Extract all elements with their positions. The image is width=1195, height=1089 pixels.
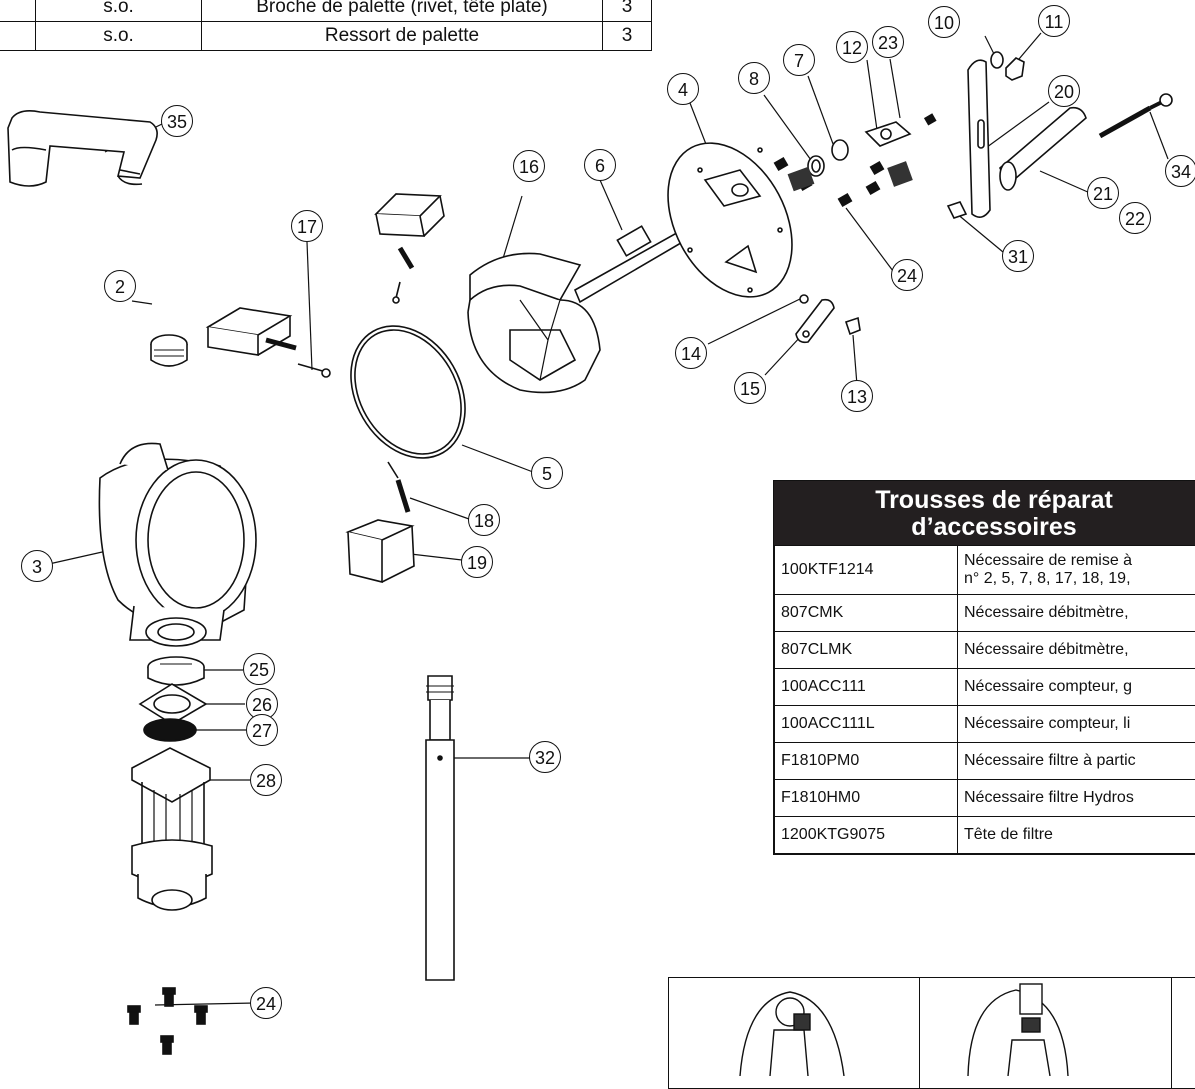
callout-10: 10 bbox=[928, 6, 960, 38]
kit-code: 100ACC111L bbox=[775, 706, 958, 743]
kit-code: F1810PM0 bbox=[775, 743, 958, 780]
nut-31 bbox=[948, 202, 966, 218]
callout-4: 4 bbox=[667, 73, 699, 105]
bolt-34 bbox=[1100, 94, 1172, 136]
repair-kits-table: Trousses de réparat d’accessoires 100KTF… bbox=[773, 480, 1195, 855]
washer-nut-10-11 bbox=[991, 52, 1024, 80]
callout-22: 22 bbox=[1119, 202, 1151, 234]
handle-bar-20 bbox=[968, 60, 990, 217]
o-ring-5 bbox=[328, 305, 488, 478]
link-parts-13-14-15 bbox=[796, 295, 860, 342]
repair-kits-title-line1: Trousses de réparat bbox=[774, 487, 1195, 514]
vane-18-19 bbox=[348, 462, 414, 582]
bolts-24-bottom bbox=[128, 988, 207, 1054]
callout-35: 35 bbox=[161, 105, 193, 137]
photo-divider bbox=[1171, 978, 1172, 1088]
callout-17: 17 bbox=[291, 210, 323, 242]
callout-19: 19 bbox=[461, 546, 493, 578]
callout-8: 8 bbox=[738, 62, 770, 94]
callout-34: 34 bbox=[1165, 155, 1195, 187]
callout-13: 13 bbox=[841, 380, 873, 412]
table-row: 100ACC111L Nécessaire compteur, li bbox=[775, 706, 1195, 743]
callout-14: 14 bbox=[675, 337, 707, 369]
table-row: 807CMK Nécessaire débitmètre, bbox=[775, 595, 1195, 632]
filter-bowl-28 bbox=[132, 748, 212, 910]
kit-description: Nécessaire filtre Hydros bbox=[958, 780, 1195, 817]
kit-description: Nécessaire débitmètre, bbox=[958, 595, 1195, 632]
kit-description: Nécessaire de remise à n° 2, 5, 7, 8, 17… bbox=[958, 546, 1195, 595]
callout-3: 3 bbox=[21, 550, 53, 582]
callout-12: 12 bbox=[836, 31, 868, 63]
kit-code: 100ACC111 bbox=[775, 669, 958, 706]
callout-16: 16 bbox=[513, 150, 545, 182]
kit-description: Nécessaire compteur, li bbox=[958, 706, 1195, 743]
table-row: 807CLMK Nécessaire débitmètre, bbox=[775, 632, 1195, 669]
callout-27: 27 bbox=[246, 714, 278, 746]
kit-code: 807CMK bbox=[775, 595, 958, 632]
callout-24: 24 bbox=[891, 259, 923, 291]
table-row: 100KTF1214 Nécessaire de remise à n° 2, … bbox=[775, 546, 1195, 595]
kit-description: Nécessaire débitmètre, bbox=[958, 632, 1195, 669]
cover-plate-4 bbox=[643, 122, 817, 318]
pump-photos-panel bbox=[668, 977, 1195, 1089]
kit-description: Tête de filtre bbox=[958, 817, 1195, 854]
callout-21: 21 bbox=[1087, 177, 1119, 209]
callout-5: 5 bbox=[531, 457, 563, 489]
table-row: F1810PM0 Nécessaire filtre à partic bbox=[775, 743, 1195, 780]
kit-description-line1: Nécessaire de remise à bbox=[964, 552, 1195, 570]
kit-description: Nécessaire compteur, g bbox=[958, 669, 1195, 706]
plug-2 bbox=[151, 335, 187, 366]
shaft-6 bbox=[575, 226, 686, 302]
callout-15: 15 bbox=[734, 372, 766, 404]
callout-11: 11 bbox=[1038, 5, 1070, 37]
kit-code: 1200KTG9075 bbox=[775, 817, 958, 854]
kit-code: 807CLMK bbox=[775, 632, 958, 669]
callout-2: 2 bbox=[104, 270, 136, 302]
callout-24-bottom: 24 bbox=[250, 987, 282, 1019]
callout-25: 25 bbox=[243, 653, 275, 685]
callout-7: 7 bbox=[783, 44, 815, 76]
table-row: F1810HM0 Nécessaire filtre Hydros bbox=[775, 780, 1195, 817]
callout-31: 31 bbox=[1002, 240, 1034, 272]
kit-code: 100KTF1214 bbox=[775, 546, 958, 595]
callout-23: 23 bbox=[872, 26, 904, 58]
callout-18: 18 bbox=[468, 504, 500, 536]
table-row: 100ACC111 Nécessaire compteur, g bbox=[775, 669, 1195, 706]
elbow-fitting-35 bbox=[8, 111, 157, 186]
screen-27 bbox=[144, 719, 196, 741]
vane-spring-pin-upper bbox=[376, 194, 444, 303]
callout-28: 28 bbox=[250, 764, 282, 796]
bolts-24 bbox=[775, 114, 936, 206]
table-row: 1200KTG9075 Tête de filtre bbox=[775, 817, 1195, 854]
housing-3 bbox=[99, 443, 256, 646]
check-valve-25 bbox=[148, 657, 204, 685]
kit-description-line2: n° 2, 5, 7, 8, 17, 18, 19, bbox=[964, 570, 1195, 588]
kit-description: Nécessaire filtre à partic bbox=[958, 743, 1195, 780]
photo-divider bbox=[919, 978, 920, 1088]
repair-kits-list: 100KTF1214 Nécessaire de remise à n° 2, … bbox=[774, 545, 1195, 854]
rotor-16 bbox=[468, 253, 600, 392]
callout-20: 20 bbox=[1048, 75, 1080, 107]
callout-32: 32 bbox=[529, 741, 561, 773]
suction-tube-32 bbox=[426, 676, 454, 980]
repair-kits-title-line2: d’accessoires bbox=[774, 514, 1195, 541]
gasket-26 bbox=[140, 684, 206, 724]
repair-kits-header: Trousses de réparat d’accessoires bbox=[774, 481, 1195, 545]
sleeve-21 bbox=[1000, 108, 1086, 190]
callout-6: 6 bbox=[584, 149, 616, 181]
kit-code: F1810HM0 bbox=[775, 780, 958, 817]
